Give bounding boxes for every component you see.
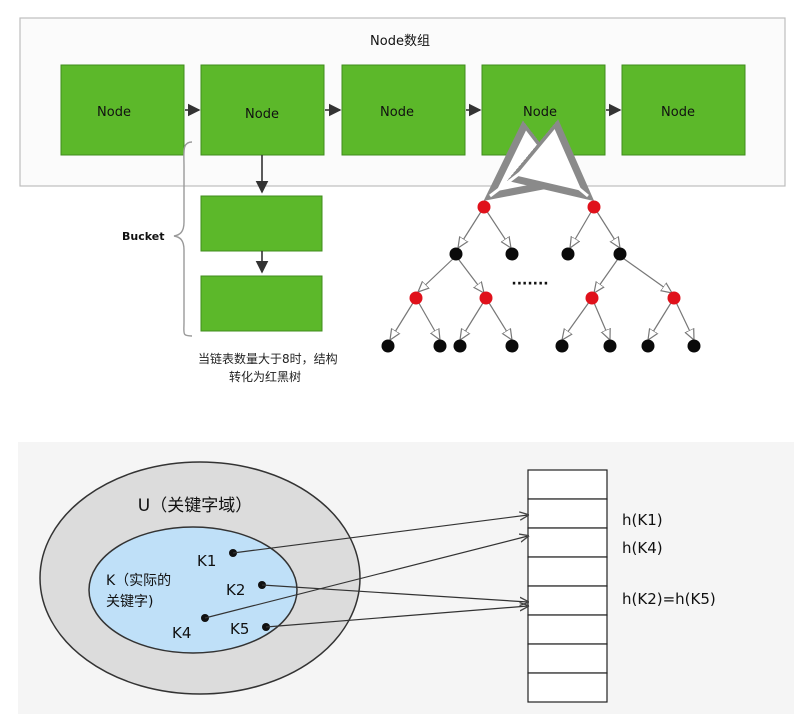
red-tree-node: [477, 200, 491, 214]
node-box: [60, 64, 185, 156]
black-tree-node: [687, 339, 701, 353]
black-tree-node: [433, 339, 447, 353]
node-label: Node: [661, 105, 695, 120]
hashmap-structure: Node数组 Node Node Node Node Node Bucket 当…: [19, 17, 786, 384]
black-tree-node: [381, 339, 395, 353]
black-tree-node: [449, 247, 463, 261]
red-tree-node: [479, 291, 493, 305]
red-tree-node: [409, 291, 423, 305]
hash-arrow-k2: [261, 584, 528, 602]
subset-label: 关键字): [106, 594, 153, 610]
black-tree-node: [505, 339, 519, 353]
subset-label: K（实际的: [106, 573, 171, 589]
hash-label: h(K1): [622, 511, 663, 529]
black-tree-node: [561, 247, 575, 261]
red-black-tree-edges: [390, 206, 694, 340]
red-black-tree-nodes: [381, 200, 701, 353]
hash-slot: [527, 585, 608, 616]
black-tree-node: [641, 339, 655, 353]
bucket-cell: [200, 195, 323, 252]
node-label: Node: [245, 107, 279, 122]
hash-mapping-diagram: U（关键字域） K（实际的 关键字) K1 K2 K4 K5 h(K1): [18, 442, 794, 714]
bucket-cell: [200, 275, 323, 332]
hash-slot: [527, 527, 608, 558]
hash-table: [527, 469, 608, 703]
key-label-k5: K5: [230, 620, 249, 638]
tree-ellipsis: ·······: [511, 276, 548, 292]
hash-arrow-k4: [204, 536, 528, 619]
treeify-note: 转化为红黑树: [229, 369, 301, 384]
hash-arrow-k1: [232, 515, 528, 554]
black-tree-node: [505, 247, 519, 261]
black-tree-node: [603, 339, 617, 353]
hash-slot: [527, 469, 608, 500]
node-array-title: Node数组: [370, 34, 430, 49]
node-box: [200, 64, 325, 156]
black-tree-node: [613, 247, 627, 261]
hash-slot: [527, 556, 608, 587]
black-tree-node: [555, 339, 569, 353]
bucket-label: Bucket: [122, 230, 164, 243]
hash-slot: [527, 614, 608, 645]
hash-label: h(K4): [622, 539, 663, 557]
red-tree-node: [667, 291, 681, 305]
node-box: [341, 64, 466, 156]
universe-label: U（关键字域）: [138, 496, 252, 516]
key-label-k4: K4: [172, 624, 191, 642]
node-label: Node: [380, 105, 414, 120]
red-tree-node: [587, 200, 601, 214]
node-label: Node: [97, 105, 131, 120]
subset-ellipse: [88, 526, 298, 654]
hash-slot: [527, 672, 608, 703]
hash-slot: [527, 643, 608, 674]
node-label: Node: [523, 105, 557, 120]
treeify-note: 当链表数量大于8时，结构: [198, 351, 338, 366]
red-tree-node: [585, 291, 599, 305]
hash-slot: [527, 498, 608, 529]
hash-label: h(K2)=h(K5): [622, 590, 716, 608]
hash-arrow-k5: [265, 606, 528, 628]
black-tree-node: [453, 339, 467, 353]
node-box: [621, 64, 746, 156]
bucket-brace: [173, 141, 193, 337]
key-label-k1: K1: [197, 552, 216, 570]
key-label-k2: K2: [226, 581, 245, 599]
